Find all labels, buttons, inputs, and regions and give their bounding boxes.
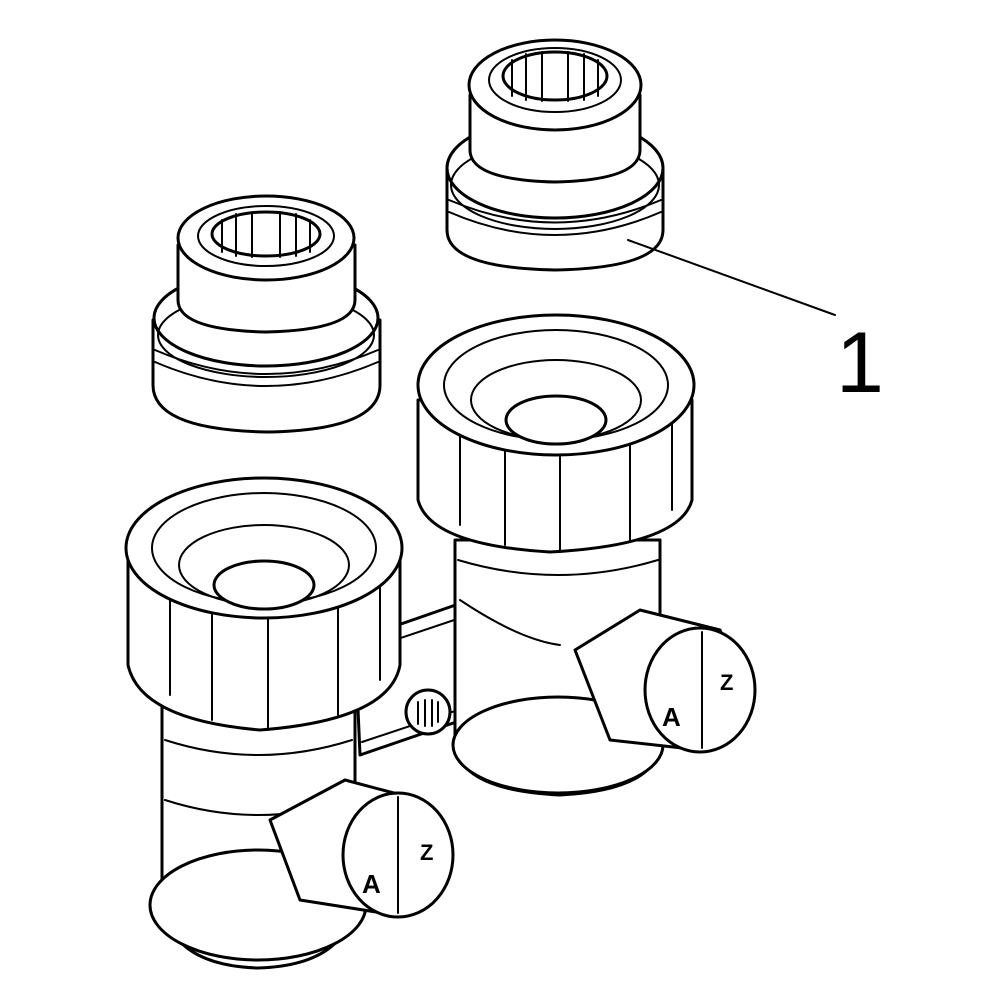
- cap-left-letter-a: A: [362, 869, 381, 899]
- hex-nut-right: [416, 313, 696, 554]
- callout-1: 1: [627, 239, 884, 411]
- leader-line: [627, 239, 836, 316]
- hex-nut-left: [124, 476, 404, 732]
- cap-left: A Z: [268, 778, 455, 919]
- adapter-insert-right: [445, 38, 665, 272]
- cap-left-letter-z: Z: [420, 840, 433, 865]
- callout-label: 1: [836, 315, 884, 411]
- adapter-insert-left: [151, 194, 382, 434]
- cap-right: A Z: [573, 608, 757, 754]
- cap-right-letter-a: A: [662, 702, 681, 732]
- cap-right-letter-z: Z: [720, 670, 733, 695]
